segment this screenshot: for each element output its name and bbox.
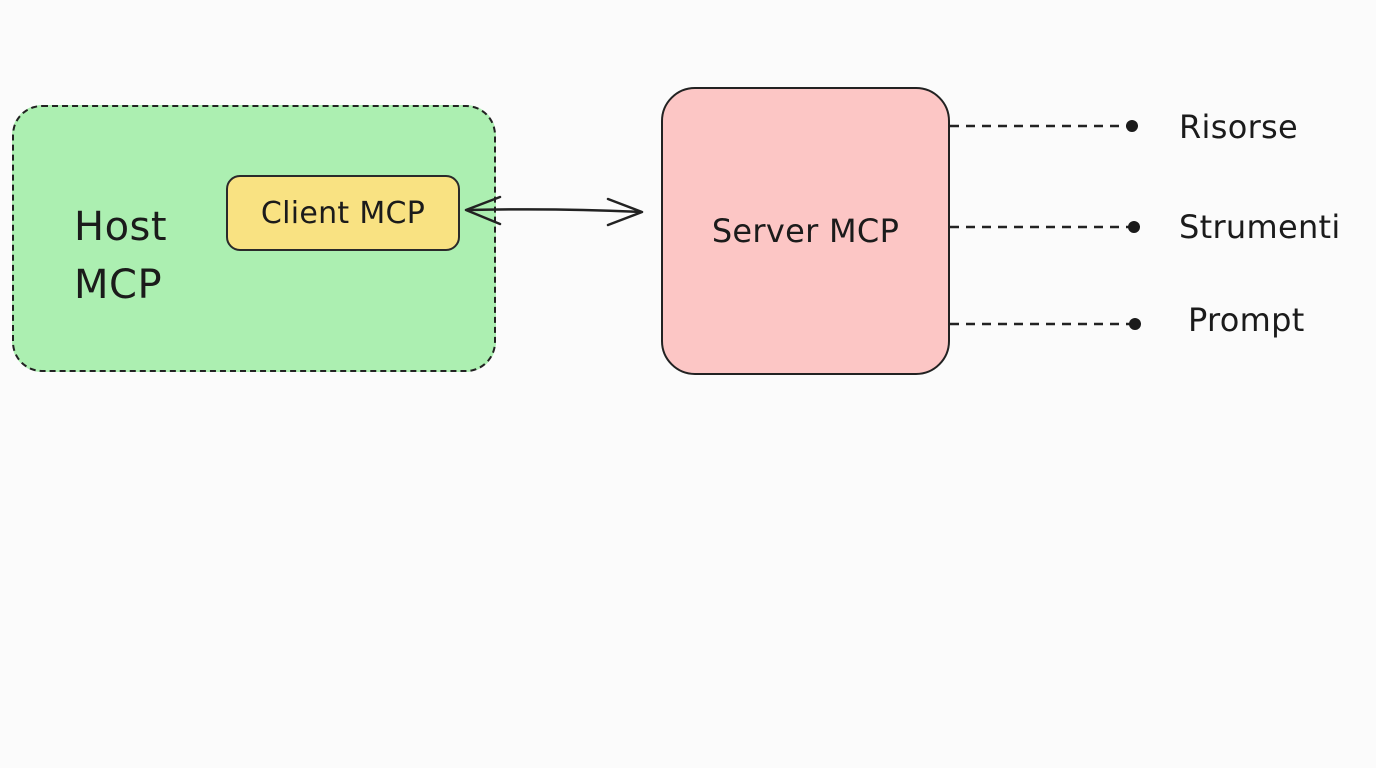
connector-dot xyxy=(1128,221,1140,233)
connector-dot xyxy=(1126,120,1138,132)
server-mcp-label: Server MCP xyxy=(711,212,900,250)
client-server-arrow xyxy=(464,195,644,227)
server-mcp-box: Server MCP xyxy=(661,87,950,375)
client-mcp-box: Client MCP xyxy=(226,175,460,251)
connector-prompt xyxy=(950,318,1141,330)
connector-risorse xyxy=(950,120,1138,132)
connector-dot xyxy=(1129,318,1141,330)
host-mcp-label: Host MCP xyxy=(74,204,168,308)
output-risorse-label: Risorse xyxy=(1179,108,1298,146)
client-mcp-label: Client MCP xyxy=(260,195,426,231)
output-prompt-label: Prompt xyxy=(1188,301,1305,339)
output-strumenti-label: Strumenti xyxy=(1179,208,1341,246)
connector-strumenti xyxy=(950,221,1140,233)
